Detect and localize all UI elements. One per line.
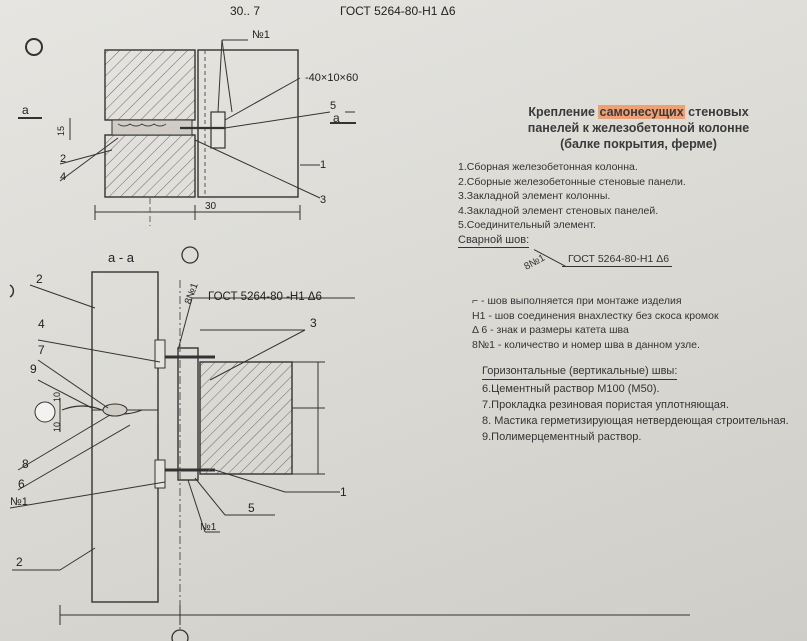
label-plate-size: -40×10×60 [305,72,358,84]
label-a-right: а [333,111,340,125]
list-item: 2.Сборные железобетонные стеновые панели… [458,175,686,188]
list-item: Н1 - шов соединения внахлестку без скоса… [472,309,719,322]
label-1-section: 1 [340,485,347,499]
label-4-top: 4 [60,171,66,183]
wall-panel-lower [104,134,196,198]
weld-legend: ⌐ - шов выполняется при монтаже изделия … [472,294,797,352]
label-10-b: 10 [52,422,62,432]
label-15: 15 [56,126,66,136]
joints-heading: Горизонтальные (вертикальные) швы: [482,364,678,380]
label-3-section: 3 [310,316,317,330]
column [197,49,299,198]
list-item: 6.Цементный раствор М100 (М50). [482,382,660,395]
list-item: 1.Сборная железобетонная колонна. [458,161,638,173]
label-7-section: 7 [38,343,45,357]
list-item: ⌐ - шов выполняется при монтаже изделия [472,295,682,307]
column-section [199,361,293,475]
header-top-text: 30.. 7 [230,4,260,18]
label-4-section: 4 [38,317,45,331]
label-6-section: 6 [18,477,25,491]
label-n1-top: №1 [252,29,270,41]
highlighted-word: самонесущих [598,105,685,119]
section-title-aa: а - а [108,250,135,265]
label-10-a: 10 [52,392,62,402]
wall-panel-upper [104,49,196,121]
header-top-gost: ГОСТ 5264-80-Н1 Δ6 [340,4,456,18]
section-marker-circle [25,38,43,56]
label-n1-left: №1 [10,496,28,508]
sealant-gasket [102,403,128,417]
label-weld-gost-section: ГОСТ 5264-80 -Н1 Δ6 [208,291,322,303]
list-item: 3.Закладной элемент колонны. [458,190,611,202]
label-n1-bottom: №1 [200,522,217,533]
label-5-top: 5 [330,100,336,112]
list-item: 7.Прокладка резиновая пористая уплотняющ… [482,398,729,411]
joints-list: 6.Цементный раствор М100 (М50). 7.Прокла… [482,381,797,445]
weld-symbol: 8№1 ГОСТ 5264-80-Н1 Δ6 [452,249,797,286]
wall-panel-section [91,271,159,603]
label-2-section-bottom: 2 [16,555,23,569]
embedded-plate-column [210,111,226,149]
drawing-title: Крепление самонесущих стеновых панелей к… [527,105,750,151]
notes-panel: Крепление самонесущих стеновых панелей к… [452,104,797,445]
label-2-section-top: 2 [36,272,43,286]
label-2-top: 2 [60,153,66,165]
weld-standard: ГОСТ 5264-80-Н1 Δ6 [568,253,670,265]
label-30: 30 [205,201,217,212]
list-item: 5.Соединительный элемент. [458,219,596,231]
label-9-section: 9 [30,362,37,376]
list-item: 8№1 - количество и номер шва в данном уз… [472,338,700,351]
weld-heading: Сварной шов: [458,233,530,248]
label-8-section: 8 [22,457,29,471]
list-item: Δ 6 - знак и размеры катета шва [472,324,629,336]
label-5-section: 5 [248,501,255,515]
label-a-left: а [22,103,29,117]
label-3-top: 3 [320,194,326,206]
list-item: 4.Закладной элемент стеновых панелей. [458,204,659,217]
components-list: 1.Сборная железобетонная колонна. 2.Сбор… [458,160,797,233]
list-item: 9.Полимерцементный раствор. [482,430,642,443]
label-1-top: 1 [320,159,326,171]
list-item: 8. Мастика герметизирующая нетвердеющая … [482,414,789,427]
connecting-angle [177,347,199,481]
label-weld-n-section: 8№1 [183,281,201,306]
